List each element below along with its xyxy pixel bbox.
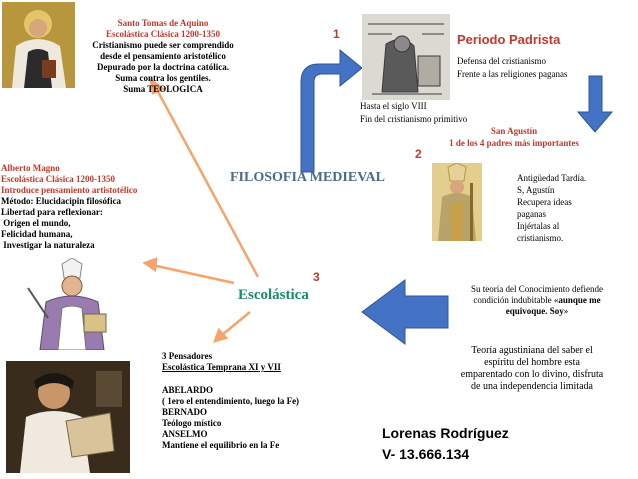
magnus-portrait — [18, 258, 126, 350]
patristic-heading: Periodo Padrista — [457, 32, 561, 47]
blue-bent-arrow — [300, 48, 363, 173]
magnus-line: Libertad para reflexionar: — [1, 207, 103, 217]
theory-line: espíritu del hombre esta — [484, 357, 580, 368]
page-title: FILOSOFIA MEDIEVAL — [230, 170, 385, 185]
augustine-note: Injértalas al — [517, 221, 560, 231]
augustinian-theory: Teoría agustiniana del saber el espíritu… — [452, 345, 612, 393]
theory-line: de una independencia limitada — [471, 381, 593, 392]
aquinas-period: Escolástica Clásica 1200-1350 — [106, 29, 220, 39]
marker-2: 2 — [415, 147, 422, 161]
patristic-desc-line: Frente a las religiones paganas — [457, 69, 568, 79]
blue-down-arrow — [576, 75, 614, 133]
magnus-name: Alberto Magno — [1, 163, 60, 173]
augustine-note: Antigüedad Tardía. — [517, 173, 587, 183]
aquinas-line: desde el pensamiento aristotélico — [100, 51, 226, 61]
magnus-block: Alberto Magno Escolástica Clásica 1200-1… — [1, 163, 181, 251]
early-scholastic-portrait — [6, 361, 130, 473]
early-line: ANSELMO — [162, 429, 208, 439]
augustine-notes: Antigüedad Tardía. S, Agustín Recupera i… — [517, 172, 607, 244]
early-line: BERNADO — [162, 407, 208, 417]
aquinas-portrait — [2, 2, 75, 88]
augustine-name: San Agustín — [490, 126, 538, 136]
author-id: V- 13.666.134 — [382, 446, 470, 462]
aquinas-block: Santo Tomas de Aquino Escolástica Clásic… — [78, 18, 248, 95]
early-heading: 3 Pensadores — [162, 351, 213, 361]
augustine-note: Recupera ideas — [517, 197, 572, 207]
augustine-subtitle: 1 de los 4 padres más importantes — [449, 138, 579, 148]
magnus-line: Investigar la naturaleza — [1, 240, 95, 250]
blue-left-arrow — [361, 279, 449, 345]
aquinas-line: Depurado por la doctrina católica. — [96, 62, 230, 72]
early-block: 3 Pensadores Escolástica Temprana XI y V… — [162, 351, 352, 451]
magnus-line: Felicidad humana, — [1, 229, 73, 239]
augustine-caption: San Agustín 1 de los 4 padres más import… — [430, 126, 598, 149]
orange-arrow-aquinas — [154, 87, 260, 278]
early-line: Mantiene el equilibrio en la Fe — [162, 440, 280, 450]
knowledge-theory: Su teoría del Conocimiento defiende cond… — [448, 284, 626, 317]
augustine-portrait — [432, 163, 482, 241]
knowledge-plain: » — [563, 306, 569, 316]
magnus-intro: Introduce pensamiento artistotélico — [1, 185, 138, 195]
marker-3: 3 — [313, 270, 320, 284]
augustine-note: paganas — [517, 209, 546, 219]
knowledge-bold: aunque me — [558, 295, 601, 305]
augustine-note: cristianismo. — [517, 233, 564, 243]
knowledge-bold: equivoque. Soy — [505, 306, 564, 316]
orange-arrow-early — [221, 311, 251, 336]
magnus-line: Origen el mundo, — [1, 218, 71, 228]
theory-line: Teoría agustiniana del saber el — [471, 345, 593, 356]
aquinas-line: Cristianismo puede ser comprendido — [92, 40, 234, 50]
patristic-span-line: Hasta el siglo VIII — [360, 101, 427, 111]
knowledge-line: condición indubitable «aunque me — [448, 295, 626, 306]
patristic-span-line: Fin del cristianismo primitivo — [360, 114, 468, 124]
knowledge-line: equivoque. Soy» — [448, 306, 626, 317]
early-period: Escolástica Temprana XI y VII — [162, 362, 281, 372]
knowledge-plain: condición indubitable « — [473, 295, 559, 305]
author-name: Lorenas Rodríguez — [382, 425, 509, 441]
early-line: ( 1ero el entendimiento, luego la Fe) — [162, 396, 300, 406]
knowledge-line: Su teoría del Conocimiento defiende — [471, 284, 603, 294]
magnus-line: Método: Elucidacipin filosófica — [1, 196, 121, 206]
orange-arrow-magnus — [151, 263, 235, 285]
scholastic-label: Escolástica — [238, 287, 309, 303]
aquinas-line: Suma TEOLOGICA — [123, 84, 203, 94]
early-line: ABELARDO — [162, 385, 214, 395]
theory-line: emparentado con lo divino, disfruta — [460, 369, 604, 380]
patristic-span: Hasta el siglo VIII Fin del cristianismo… — [360, 101, 467, 125]
aquinas-name: Santo Tomas de Aquino — [117, 18, 209, 28]
patristic-engraving — [362, 14, 450, 100]
augustine-note: S, Agustín — [517, 185, 555, 195]
early-line: Teólogo místico — [162, 418, 222, 428]
marker-1: 1 — [333, 27, 340, 41]
author-block: Lorenas Rodríguez V- 13.666.134 — [382, 423, 509, 465]
patristic-description: Defensa del cristianismo Frente a las re… — [457, 56, 567, 80]
aquinas-line: Suma contra los gentiles. — [115, 73, 211, 83]
patristic-desc-line: Defensa del cristianismo — [457, 56, 546, 66]
magnus-period: Escolástica Clásica 1200-1350 — [1, 174, 115, 184]
